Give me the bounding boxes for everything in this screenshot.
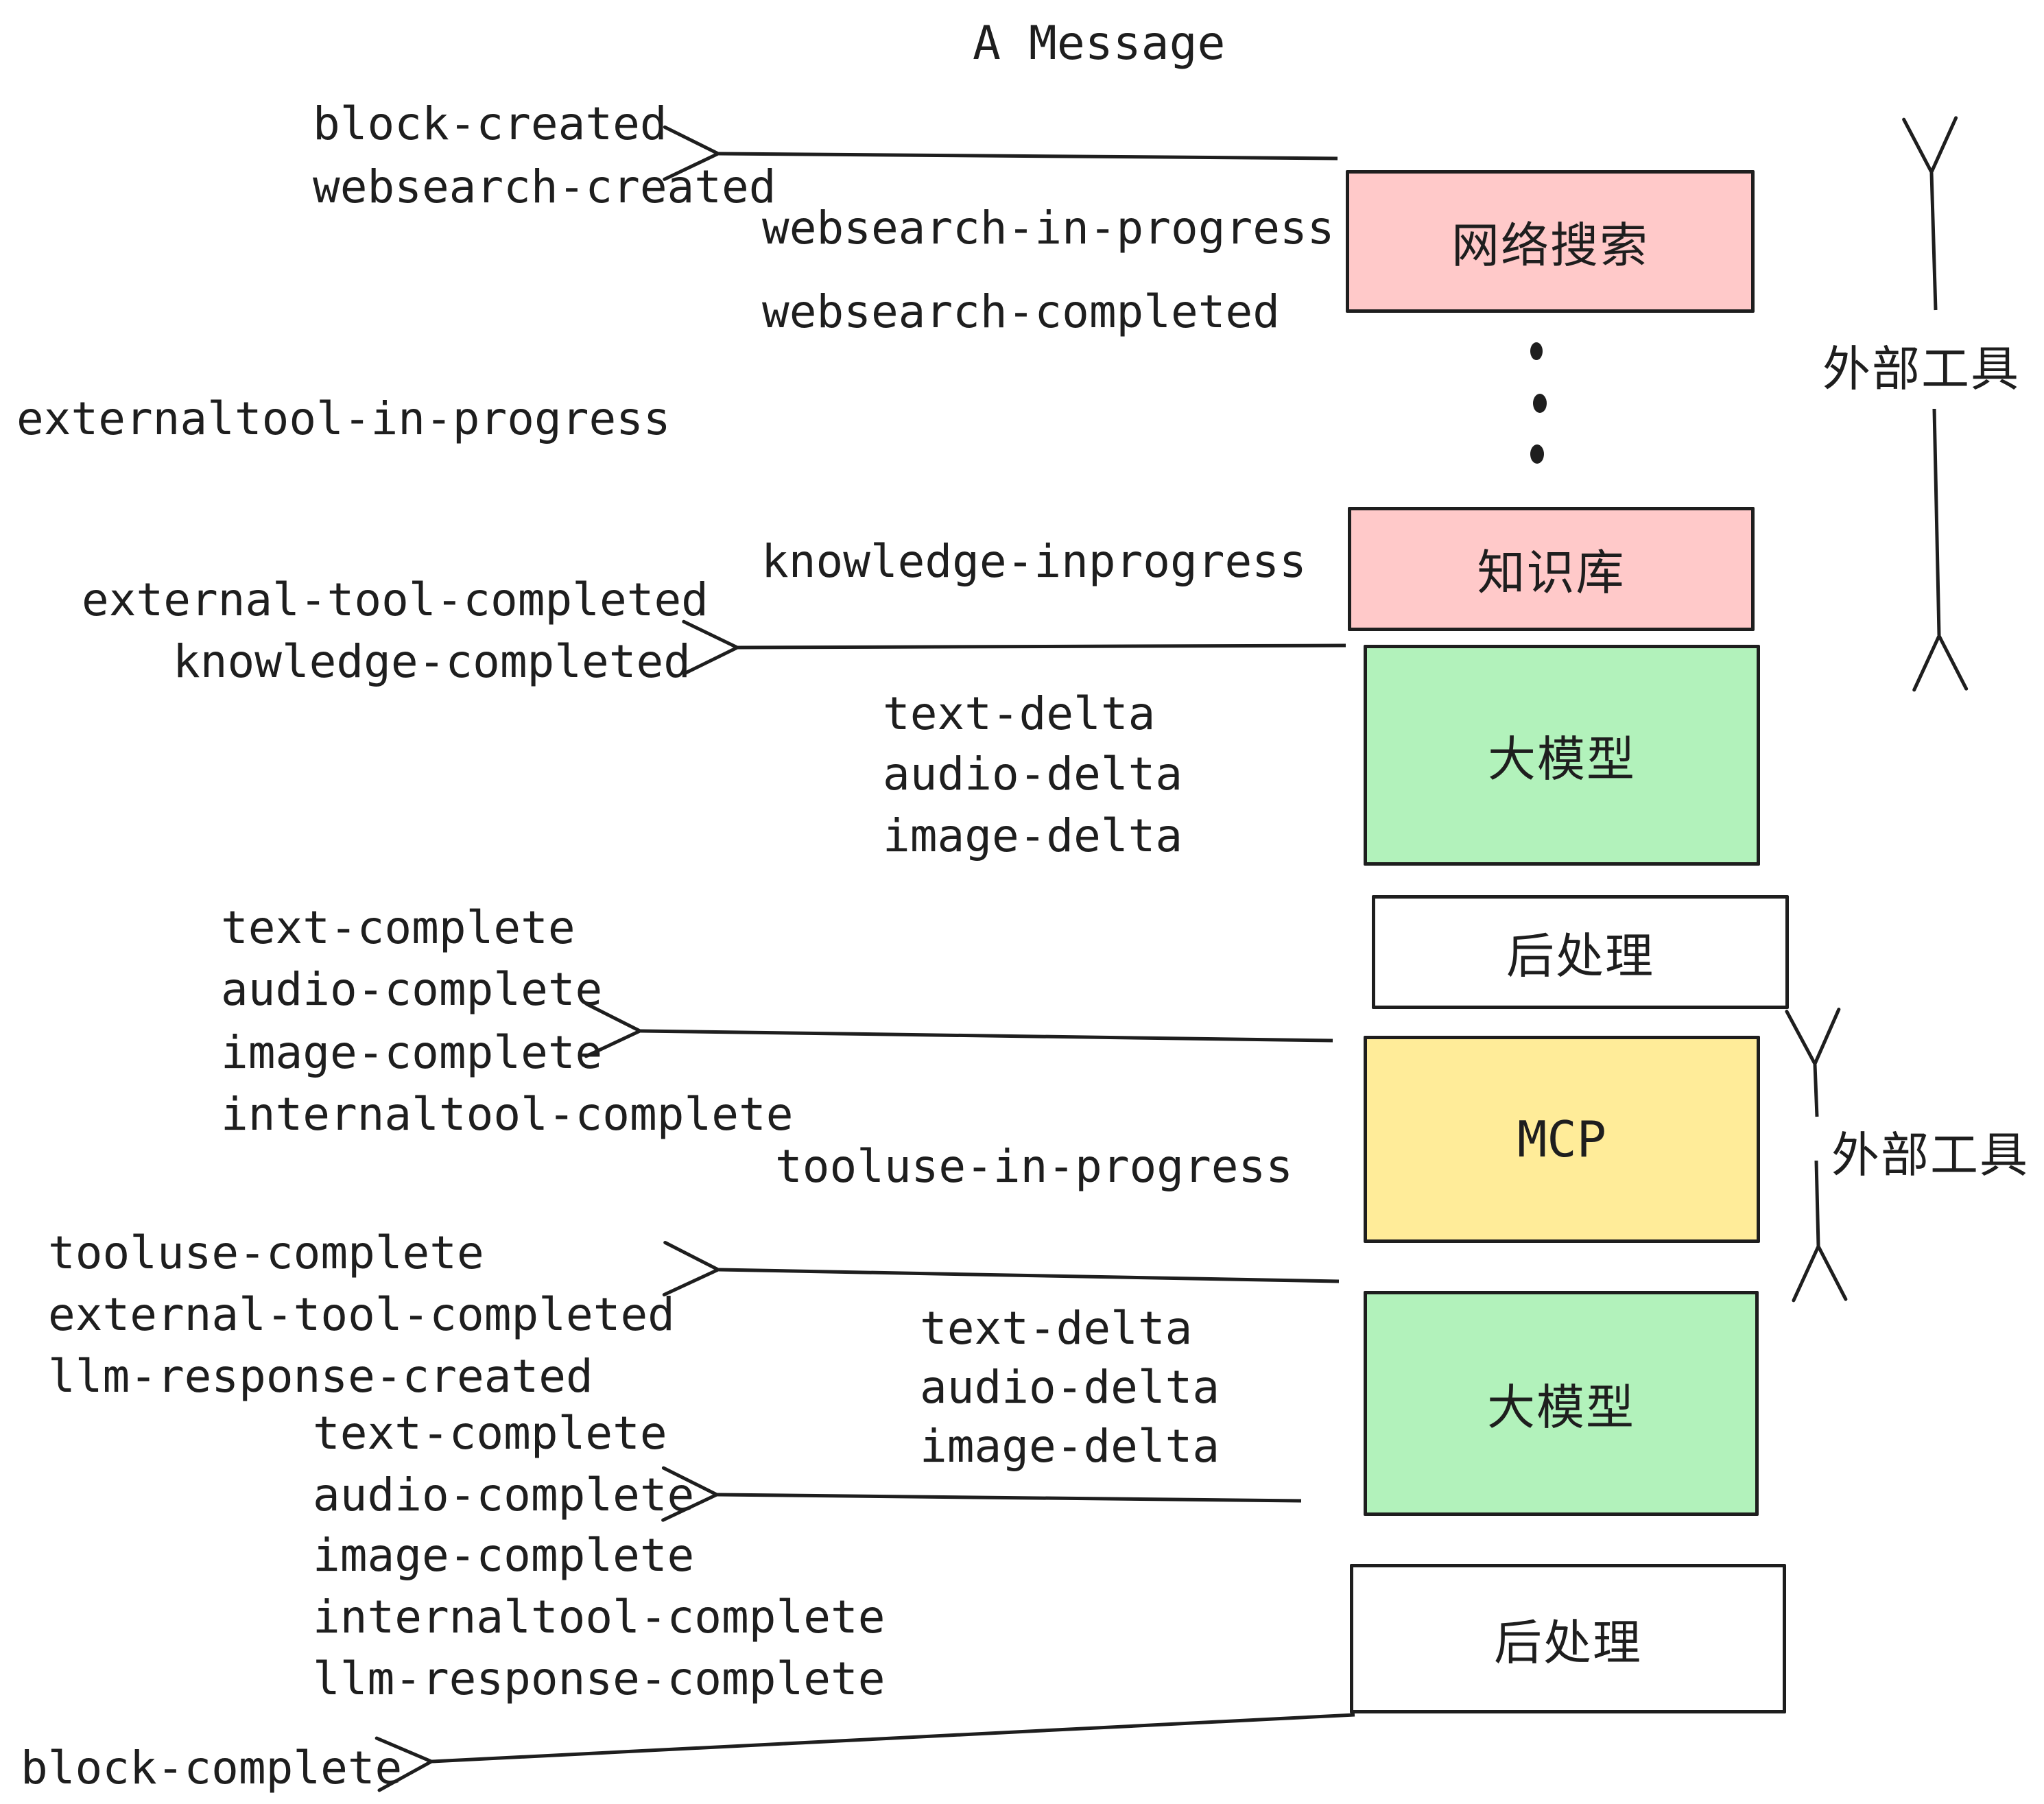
event-websearch-in-progress: websearch-in-progress xyxy=(762,202,1335,254)
node-llm-1: 大模型 xyxy=(1364,645,1760,866)
event-tooluse-in-progress: tooluse-in-progress xyxy=(775,1140,1293,1193)
event-externaltool-in-progress: externaltool-in-progress xyxy=(16,392,671,445)
event-audio-delta-1: audio-delta xyxy=(883,748,1183,800)
node-llm-2: 大模型 xyxy=(1364,1291,1759,1516)
arrow-llm-to-knowledge-completed xyxy=(682,619,1346,676)
arrow-postprocess-to-block-complete xyxy=(375,1713,1355,1792)
event-tooluse-complete: tooluse-complete xyxy=(48,1226,484,1279)
node-llm-2-label: 大模型 xyxy=(1487,1379,1635,1436)
external-tools-top-arrow-up xyxy=(1902,116,1958,311)
diagram-title: A Message xyxy=(973,16,1226,71)
event-internaltool-complete-2: internaltool-complete xyxy=(313,1591,886,1643)
external-tools-mcp-arrow-up xyxy=(1785,1008,1841,1117)
event-websearch-created: websearch-created xyxy=(313,161,776,213)
node-llm-1-label: 大模型 xyxy=(1488,731,1636,787)
event-audio-delta-2: audio-delta xyxy=(920,1361,1220,1414)
node-postprocess-2-label: 后处理 xyxy=(1494,1614,1642,1671)
external-tools-top-arrow-down xyxy=(1912,408,1969,692)
event-text-delta-1: text-delta xyxy=(883,687,1156,740)
event-websearch-completed: websearch-completed xyxy=(762,285,1280,338)
node-websearch: 网络搜索 xyxy=(1346,170,1755,313)
event-text-delta-2: text-delta xyxy=(920,1302,1193,1355)
node-mcp: MCP xyxy=(1364,1036,1760,1243)
event-text-complete-2: text-complete xyxy=(313,1407,667,1460)
event-text-complete-1: text-complete xyxy=(221,901,575,954)
node-mcp-label: MCP xyxy=(1517,1111,1607,1168)
event-external-tool-completed-2: external-tool-completed xyxy=(48,1288,675,1341)
event-image-delta-1: image-delta xyxy=(883,809,1183,862)
annotation-external-tools-top: 外部工具 xyxy=(1822,341,2020,397)
node-postprocess-1: 后处理 xyxy=(1372,895,1789,1009)
event-audio-complete-2: audio-complete xyxy=(313,1469,695,1521)
event-audio-complete-1: audio-complete xyxy=(221,963,603,1016)
event-block-complete: block-complete xyxy=(21,1742,403,1794)
event-llm-response-complete: llm-response-complete xyxy=(313,1652,886,1705)
event-llm-response-created: llm-response-created xyxy=(48,1350,593,1403)
event-image-complete-2: image-complete xyxy=(313,1529,695,1582)
node-knowledge: 知识库 xyxy=(1348,507,1755,631)
node-postprocess-2: 后处理 xyxy=(1350,1564,1786,1713)
node-websearch-label: 网络搜索 xyxy=(1451,217,1649,274)
node-postprocess-1-label: 后处理 xyxy=(1506,927,1654,984)
event-knowledge-inprogress: knowledge-inprogress xyxy=(761,535,1307,588)
arrow-to-image-complete xyxy=(584,1002,1333,1058)
event-internaltool-complete-1: internaltool-complete xyxy=(221,1088,794,1141)
arrow-llm2-to-audio-complete xyxy=(661,1466,1302,1522)
event-external-tool-completed-1: external-tool-completed xyxy=(82,573,709,626)
ellipsis-dots-icon xyxy=(1530,342,1547,464)
annotation-external-tools-mcp: 外部工具 xyxy=(1831,1127,2029,1183)
arrow-to-tooluse-complete xyxy=(662,1241,1340,1297)
event-image-delta-2: image-delta xyxy=(920,1420,1220,1473)
event-image-complete-1: image-complete xyxy=(221,1026,603,1079)
external-tools-mcp-arrow-down xyxy=(1792,1160,1848,1303)
arrow-websearch-to-block-created xyxy=(663,125,1338,181)
event-knowledge-completed: knowledge-completed xyxy=(173,635,691,688)
event-block-created: block-created xyxy=(313,97,667,150)
node-knowledge-label: 知识库 xyxy=(1477,545,1626,601)
